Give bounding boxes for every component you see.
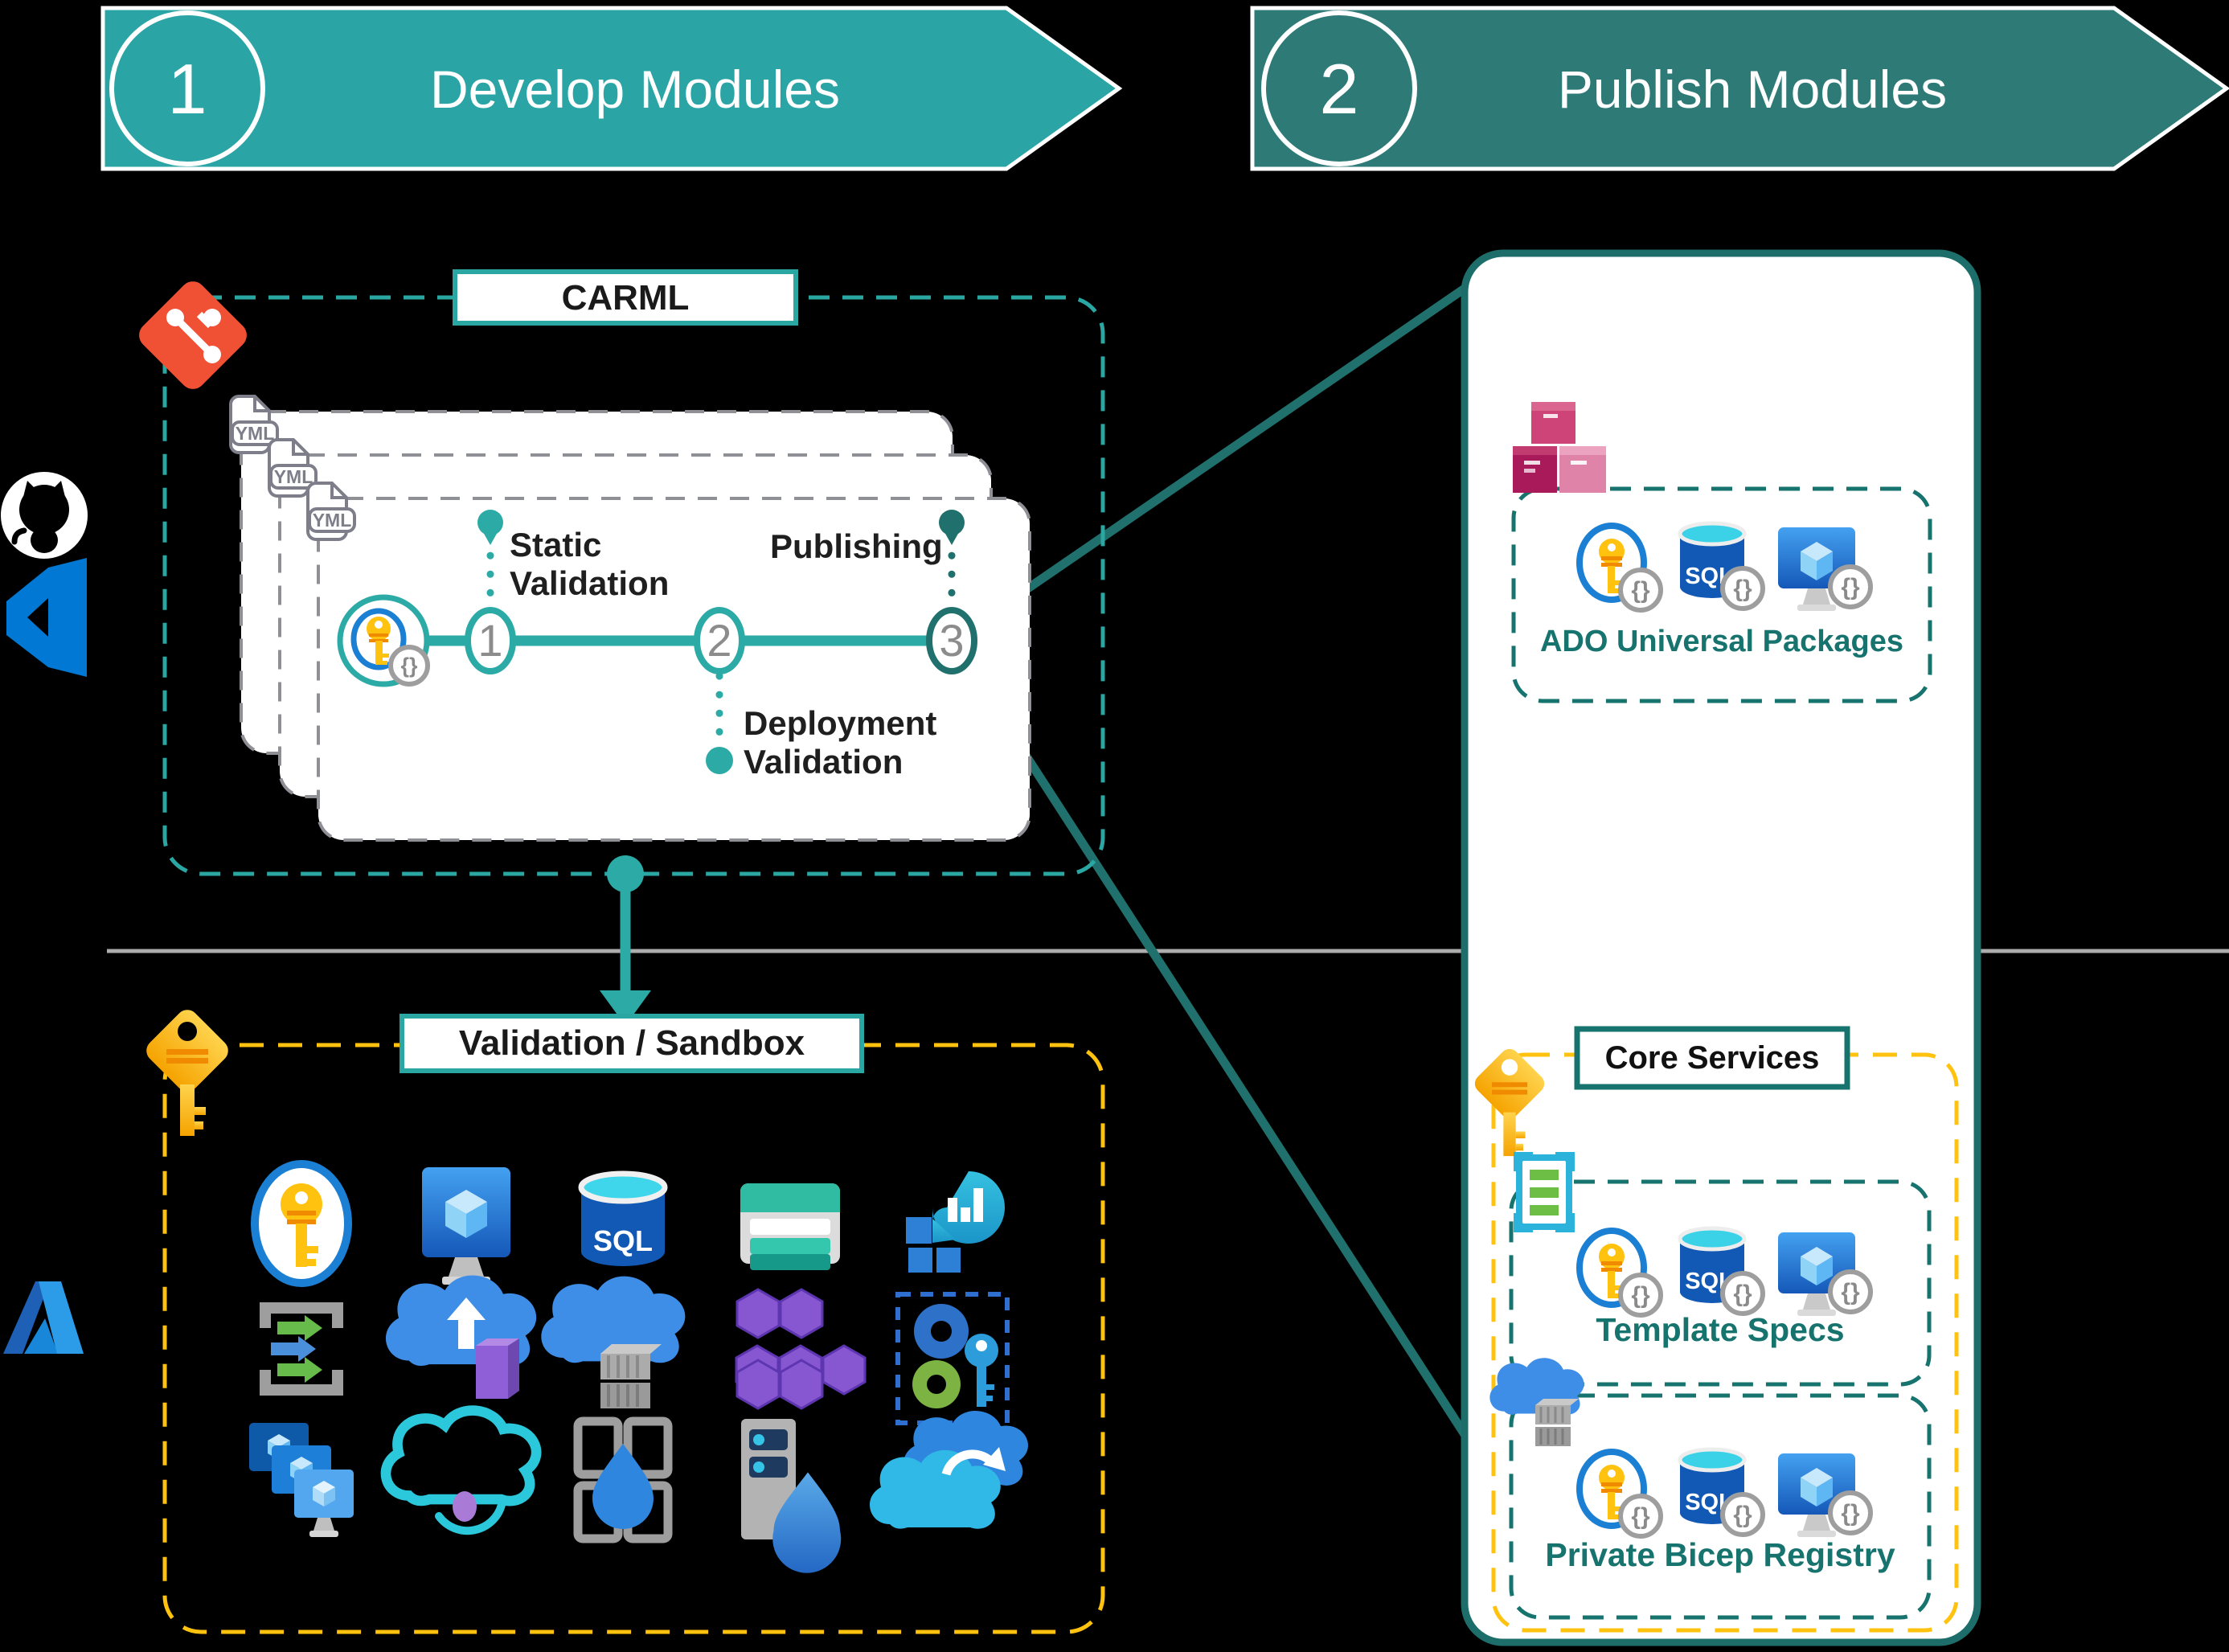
sql-database-code-icon: SQL {} bbox=[1678, 1226, 1765, 1316]
private-bicep-registry-box bbox=[1509, 1393, 1932, 1620]
step-number: 1 bbox=[477, 615, 502, 666]
banner-label: Develop Modules bbox=[430, 59, 840, 119]
yml-label: YML bbox=[313, 510, 352, 531]
pipeline-step-3: 3 bbox=[926, 607, 977, 674]
cloud-services-icon bbox=[386, 1411, 536, 1535]
container-instances-icon bbox=[541, 1276, 686, 1408]
publishing-label: Publishing bbox=[770, 527, 943, 565]
code-badge-label: {} bbox=[1733, 1281, 1752, 1307]
container-groups-icon bbox=[573, 1416, 673, 1543]
pipeline-step-2: 2 bbox=[694, 607, 745, 674]
private-bicep-registry-label: Private Bicep Registry bbox=[1545, 1536, 1895, 1573]
data-recovery-icon bbox=[260, 1302, 343, 1396]
git-icon bbox=[139, 281, 247, 389]
sandbox-title: Validation / Sandbox bbox=[459, 1023, 805, 1063]
key-vault-code-icon: {} bbox=[1576, 523, 1663, 613]
code-badge-label: {} bbox=[1631, 577, 1650, 604]
code-badge-label: {} bbox=[1631, 1503, 1650, 1530]
sql-database-code-icon: SQL {} bbox=[1678, 1447, 1765, 1537]
code-badge-label: {} bbox=[1733, 1502, 1752, 1528]
pipeline-start-key-vault-code-icon: {} bbox=[337, 594, 430, 687]
virtual-machine-code-icon: {} bbox=[1778, 1453, 1873, 1537]
key-vault-code-icon: {} bbox=[1576, 1449, 1663, 1539]
publish-connector-lines bbox=[948, 279, 1476, 1443]
packages-icon bbox=[1513, 402, 1606, 493]
core-services-title-box: Core Services bbox=[1574, 1026, 1850, 1090]
key-vault-code-icon: {} bbox=[1576, 1228, 1663, 1318]
monitor-dashboard-icon bbox=[906, 1171, 1005, 1273]
banner-publish-modules: 2 Publish Modules bbox=[1250, 6, 2229, 171]
cloud-sync-icon bbox=[870, 1410, 1028, 1529]
managed-identity-icon bbox=[895, 1292, 1010, 1425]
deployment-validation-label-1: Deployment bbox=[744, 704, 936, 742]
virtual-machine-code-icon: {} bbox=[1778, 527, 1873, 611]
step-number: 3 bbox=[939, 615, 964, 666]
yml-file-icon: YML bbox=[306, 482, 356, 541]
carml-to-sandbox-arrow bbox=[600, 855, 651, 1026]
code-badge-label: {} bbox=[1841, 1500, 1860, 1527]
pipeline: {} 1 2 3 Static Validation Publishing De… bbox=[337, 510, 977, 781]
template-spec-icon bbox=[1514, 1152, 1575, 1232]
template-specs-label: Template Specs bbox=[1596, 1311, 1844, 1348]
ado-universal-packages-label: ADO Universal Packages bbox=[1540, 625, 1903, 658]
publishing-pin bbox=[939, 510, 965, 545]
azure-devops-icon bbox=[6, 558, 87, 677]
sql-database-icon: SQL bbox=[578, 1170, 668, 1266]
yml-label: YML bbox=[236, 423, 275, 444]
sandbox-title-box: Validation / Sandbox bbox=[399, 1014, 864, 1073]
key-icon bbox=[1474, 1048, 1545, 1157]
key-vault-icon bbox=[251, 1160, 352, 1287]
vm-scale-set-icon bbox=[249, 1423, 354, 1537]
virtual-machine-code-icon: {} bbox=[1778, 1232, 1873, 1316]
yml-file-icon: YML bbox=[229, 395, 279, 454]
banner-number: 1 bbox=[168, 49, 207, 129]
service-fabric-icon bbox=[735, 1288, 867, 1410]
github-icon bbox=[1, 472, 88, 559]
deployment-validation-pin bbox=[706, 747, 733, 774]
yml-file-icon: YML bbox=[268, 438, 318, 498]
static-validation-pin bbox=[477, 510, 503, 545]
code-badge-label: {} bbox=[1631, 1282, 1650, 1309]
banner-number: 2 bbox=[1320, 49, 1359, 129]
pipeline-step-1: 1 bbox=[465, 607, 516, 674]
static-validation-label-1: Static bbox=[510, 526, 601, 564]
code-badge-label: {} bbox=[1841, 574, 1860, 601]
template-specs-box bbox=[1509, 1179, 1932, 1387]
sql-database-code-icon: SQL {} bbox=[1678, 521, 1765, 611]
key-icon bbox=[146, 1010, 228, 1136]
ado-universal-packages-box bbox=[1511, 486, 1932, 703]
azure-icon bbox=[3, 1281, 84, 1354]
carml-title-box: CARML bbox=[453, 269, 798, 326]
virtual-machine-icon bbox=[422, 1167, 510, 1285]
banner-develop-modules: 1 Develop Modules bbox=[100, 6, 1123, 171]
carml-title: CARML bbox=[562, 278, 690, 318]
banner-label: Publish Modules bbox=[1558, 59, 1947, 119]
container-registry-icon bbox=[1489, 1358, 1584, 1446]
step-number: 2 bbox=[707, 615, 731, 666]
core-services-title: Core Services bbox=[1605, 1040, 1820, 1076]
storage-table-icon bbox=[740, 1183, 840, 1270]
yml-label: YML bbox=[274, 466, 313, 487]
cloud-deploy-icon bbox=[385, 1275, 537, 1399]
code-badge-label: {} bbox=[1733, 576, 1752, 602]
server-storage-icon bbox=[741, 1419, 842, 1573]
sql-label: SQL bbox=[593, 1224, 653, 1257]
code-badge-label: {} bbox=[400, 654, 418, 678]
static-validation-label-2: Validation bbox=[510, 564, 669, 602]
code-badge-label: {} bbox=[1841, 1279, 1860, 1306]
deployment-validation-label-2: Validation bbox=[744, 743, 903, 781]
